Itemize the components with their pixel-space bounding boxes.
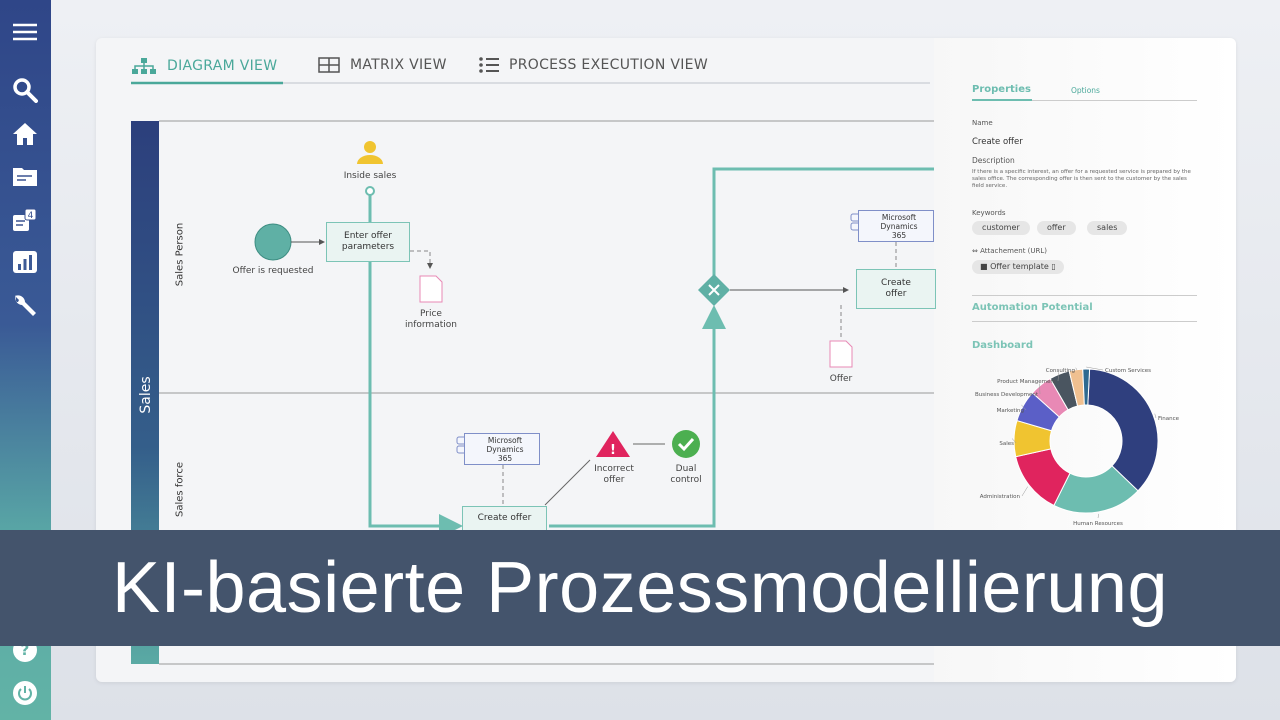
donut-label: Sales [999, 441, 1014, 447]
donut-label: Product Management [997, 379, 1057, 385]
name-label: Name [972, 119, 993, 127]
power-icon[interactable] [11, 679, 39, 707]
attachment-label-text: Attachement (URL) [980, 247, 1048, 255]
wrench-icon[interactable] [11, 291, 39, 319]
tab-properties[interactable]: Properties [972, 84, 1031, 95]
leader-line [1021, 486, 1028, 497]
leader-line [1154, 413, 1157, 419]
pool-label: Sales [138, 376, 154, 414]
donut-label: Custom Services [1105, 368, 1151, 374]
donut-slice[interactable] [1082, 368, 1091, 406]
task-enter-offer-parameters[interactable]: Enter offer parameters [326, 222, 410, 262]
delete-icon[interactable]: ▯ [1048, 262, 1056, 271]
menu-icon[interactable] [11, 18, 39, 46]
donut-label: Business Development [975, 392, 1039, 398]
folder-icon[interactable] [11, 162, 39, 190]
lane-label: Sales Person [174, 222, 186, 287]
tab-label: DIAGRAM VIEW [167, 58, 278, 74]
hierarchy-icon [132, 58, 156, 74]
notification-badge: 4 [28, 211, 34, 221]
donut-label: Consulting [1046, 368, 1075, 374]
svg-text:?: ? [21, 641, 30, 659]
start-event-label: Offer is requested [232, 266, 314, 276]
tab-options[interactable]: Options [1071, 86, 1100, 95]
leader-line [1021, 404, 1027, 411]
donut-label: Administration [980, 494, 1021, 500]
donut-label: Finance [1158, 416, 1180, 422]
tab-diagram-view[interactable]: DIAGRAM VIEW [131, 57, 277, 75]
keyword-chip[interactable]: offer [1037, 221, 1076, 235]
link-icon: ⇔ [972, 247, 981, 255]
folder-icon: ■ [980, 262, 991, 271]
tab-matrix-view[interactable]: MATRIX VIEW [318, 57, 447, 73]
keywords-label: Keywords [972, 209, 1006, 217]
lane-label: Sales force [174, 462, 186, 517]
leader-line [1097, 513, 1099, 519]
dashboard-title: Dashboard [972, 340, 1033, 351]
system-box[interactable]: Microsoft Dynamics 365 [858, 210, 934, 242]
list-icon [479, 57, 499, 73]
tab-label: MATRIX VIEW [350, 57, 447, 73]
home-icon[interactable] [11, 120, 39, 148]
automation-potential-section[interactable]: Automation Potential [972, 302, 1093, 313]
keyword-chip[interactable]: customer [972, 221, 1030, 235]
description-label: Description [972, 156, 1015, 165]
keyword-chip[interactable]: sales [1087, 221, 1128, 235]
attachment-chip[interactable]: ■ Offer template ▯ [972, 260, 1064, 274]
grid-icon [318, 57, 340, 73]
leader-line [1057, 372, 1059, 382]
donut-label: Human Resources [1073, 521, 1123, 527]
attachment-label: ⇔ Attachement (URL) [972, 247, 1047, 255]
title-banner: KI-basierte Prozessmodellierung [0, 530, 1280, 646]
leader-line [1075, 367, 1078, 371]
svg-text:!: ! [610, 443, 616, 458]
person-icon [357, 141, 383, 164]
attachment-name: Offer template [990, 262, 1049, 271]
document-label: Offer [829, 374, 853, 384]
document-icon [829, 340, 853, 368]
leader-line [1039, 383, 1041, 395]
role-label: Inside sales [343, 171, 397, 181]
notifications-icon[interactable]: 4 [11, 206, 39, 234]
search-icon[interactable] [11, 76, 39, 104]
system-box[interactable]: Microsoft Dynamics 365 [464, 433, 540, 465]
check-icon [672, 430, 700, 458]
start-event[interactable] [254, 223, 292, 261]
document-icon [419, 275, 443, 303]
description-value[interactable]: If there is a specific interest, an offe… [972, 169, 1191, 189]
risk-label: Incorrect offer [594, 464, 634, 485]
leader-line [1011, 438, 1017, 444]
donut-slice[interactable] [1087, 368, 1159, 492]
donut-label: Marketing [997, 408, 1024, 414]
chart-icon[interactable] [11, 248, 39, 276]
document-label: Price information [405, 309, 457, 330]
tab-process-execution-view[interactable]: PROCESS EXECUTION VIEW [479, 57, 708, 73]
task-create-offer[interactable]: Create offer [856, 269, 936, 309]
tab-label: PROCESS EXECUTION VIEW [509, 57, 708, 73]
leader-line [1086, 366, 1104, 371]
name-value[interactable]: Create offer [972, 137, 1023, 147]
warning-icon [596, 431, 630, 457]
control-label: Dual control [670, 464, 702, 485]
